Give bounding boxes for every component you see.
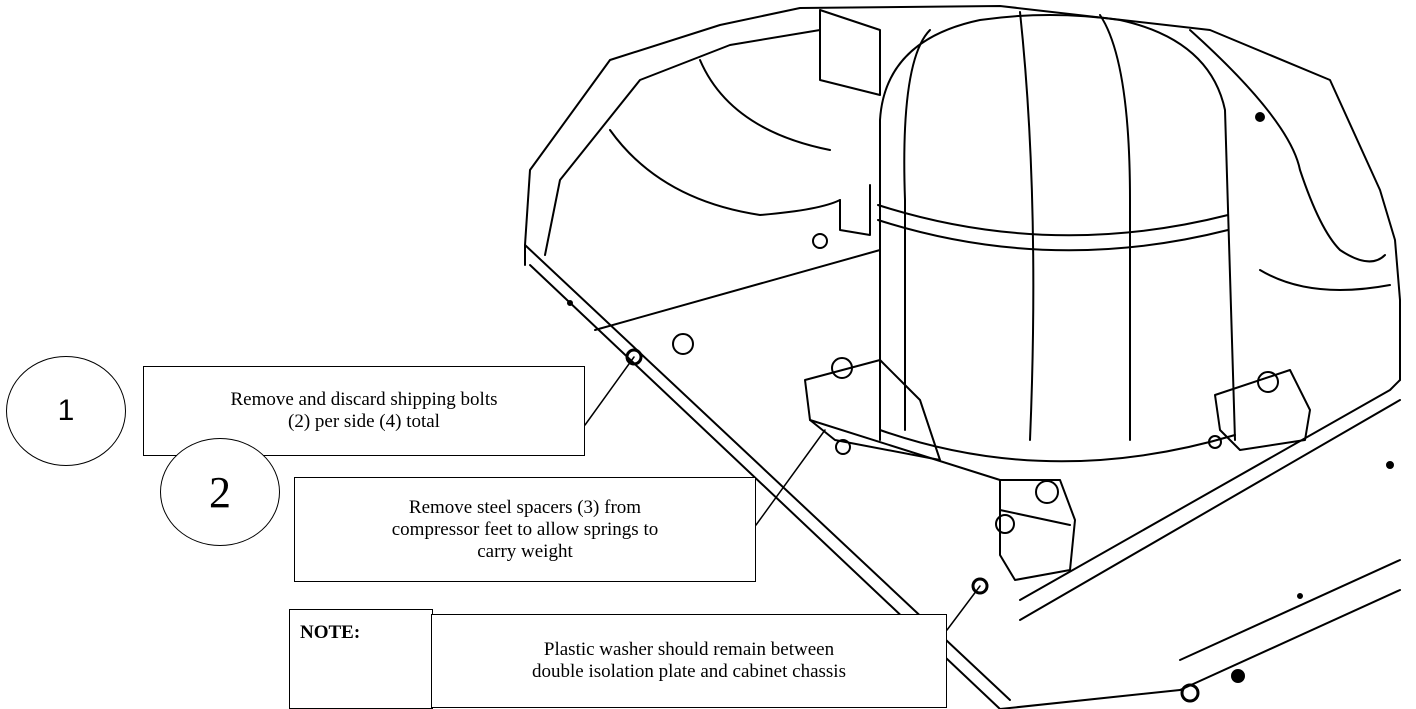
compressor-foot-right <box>1214 369 1311 451</box>
leader-line-step1 <box>584 356 635 426</box>
note-text-line-1: Plastic washer should remain between <box>543 639 835 660</box>
right-rail <box>1019 379 1401 601</box>
cabinet-shell-inner-edge <box>544 29 821 256</box>
compressor-foot-front <box>999 479 1076 581</box>
compressor-foot-front-left <box>804 357 1001 481</box>
note-callout: Plastic washer should remain between dou… <box>431 614 947 708</box>
step-2-number-circle: 2 <box>160 438 280 546</box>
shipping-bolt-left <box>625 348 643 366</box>
step-2-number: 2 <box>209 467 231 517</box>
shipping-bolt-right <box>971 577 989 595</box>
step-1-number: 1 <box>57 394 75 427</box>
step-2-text-line-2: compressor feet to allow springs to <box>391 518 659 540</box>
note-label-box: NOTE: <box>289 609 433 709</box>
step-1-text-line-2: (2) per side (4) total <box>288 411 440 432</box>
step-2-text-line-1: Remove steel spacers (3) from <box>408 496 642 518</box>
leader-line-note <box>946 585 981 631</box>
step-1-text-line-1: Remove and discard shipping bolts <box>230 389 498 410</box>
left-lobe-arc <box>609 129 841 216</box>
step-2-text-line-3: carry weight <box>477 540 573 562</box>
step-2-callout: Remove steel spacers (3) from compressor… <box>294 477 756 582</box>
note-text-line-2: double isolation plate and cabinet chass… <box>532 661 846 682</box>
compressor-body <box>879 14 1236 441</box>
step-1-number-circle: 1 <box>6 356 126 466</box>
cabinet-shell-outline <box>524 5 1401 381</box>
right-lobe-outline <box>1189 29 1386 263</box>
compressor-band <box>877 204 1229 237</box>
leader-line-step2 <box>755 429 826 526</box>
note-label: NOTE: <box>300 622 361 643</box>
